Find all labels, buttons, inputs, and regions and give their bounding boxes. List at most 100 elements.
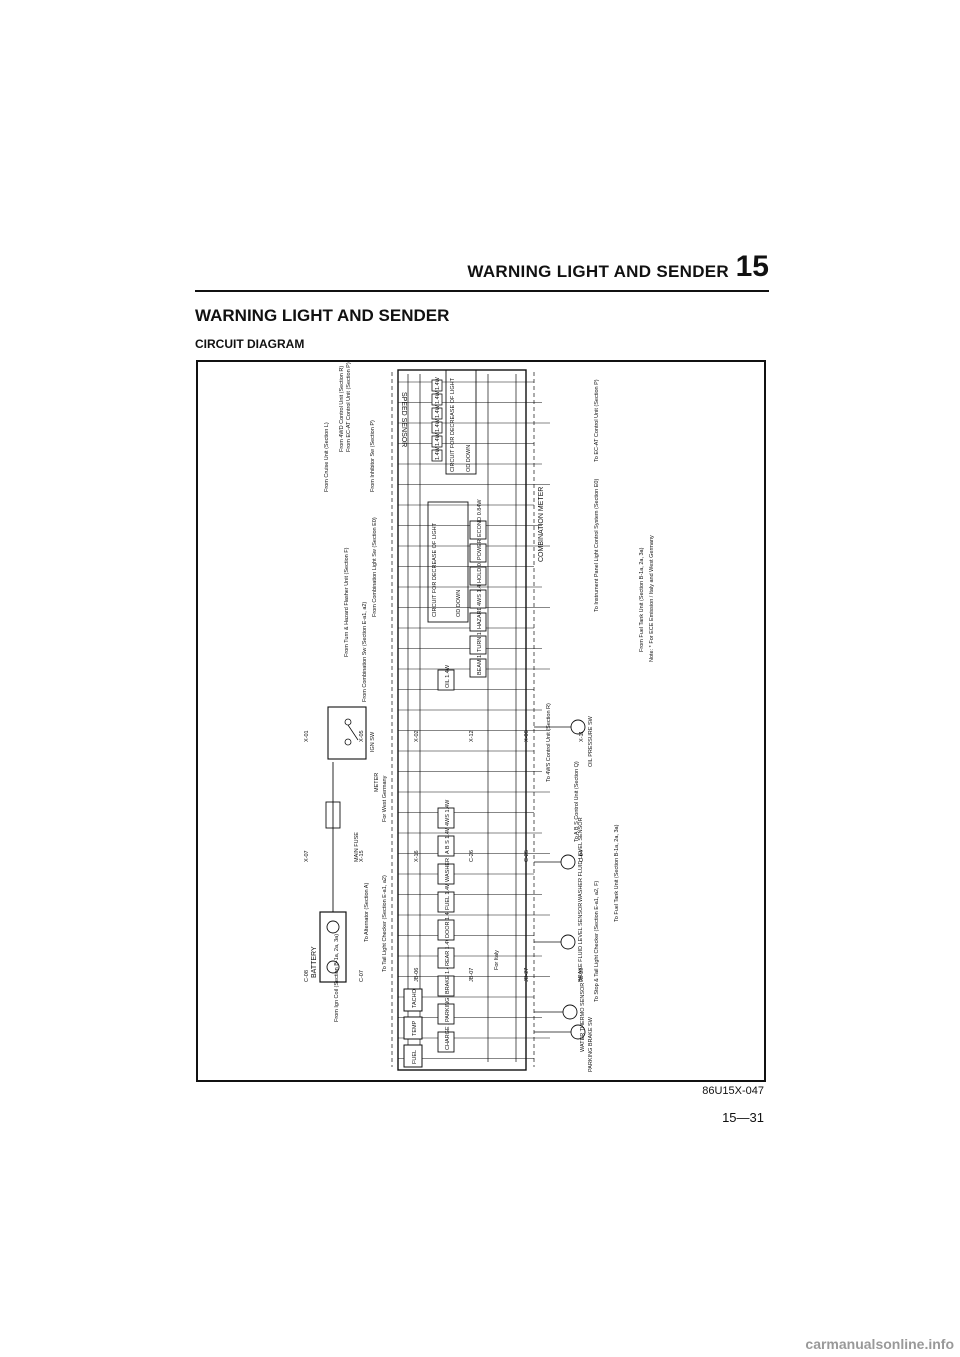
page-header: WARNING LIGHT AND SENDER 15 xyxy=(195,250,769,292)
warning-lamp xyxy=(437,919,455,941)
ignition-switch-label: IGN SW xyxy=(370,731,376,752)
battery-positive-terminal xyxy=(326,920,340,934)
connector-label: X-01 xyxy=(304,730,310,742)
sensor-icon xyxy=(560,934,576,950)
gauge-label: TEMP xyxy=(412,1020,418,1036)
battery-symbol xyxy=(319,911,347,983)
indicator-lamp xyxy=(469,612,487,632)
warning-lamp xyxy=(437,835,455,857)
warning-lamp-label: FUEL 1.4W xyxy=(445,881,451,910)
indicator-lamp xyxy=(469,520,487,540)
connector-label: X-06 xyxy=(524,730,530,742)
section-subtitle: CIRCUIT DIAGRAM xyxy=(195,337,305,351)
warning-lamp xyxy=(437,669,455,691)
warning-lamp-label: BRAKE 1.4W xyxy=(445,960,451,994)
indicator-lamp-label: POWER 0.84W xyxy=(477,521,483,560)
at-lamp xyxy=(431,379,443,392)
indicator-lamp xyxy=(469,566,487,586)
gauge-group: FUEL TEMP TACHO xyxy=(403,988,423,1068)
connector-label: C-04 xyxy=(579,850,585,862)
connector-label: X-02 xyxy=(414,730,420,742)
sensor-label: OIL PRESSURE SW xyxy=(588,715,594,767)
circuit-light-label-1: CIRCUIT FOR DECREASE OF LIGHT xyxy=(432,522,438,617)
gauge-box xyxy=(403,1016,423,1040)
external-note: To A B S Control Unit (Section Q) xyxy=(574,761,580,842)
page-title: WARNING LIGHT AND SENDER xyxy=(195,306,450,325)
external-note: To Instrument Panel Light Control System… xyxy=(594,479,600,612)
warning-lamp-label: CHARGE 1.4W xyxy=(445,1011,451,1050)
external-note: To EC-AT Control Unit (Section P) xyxy=(594,379,600,462)
sensor-label: BRAKE FLUID LEVEL SENSOR xyxy=(578,903,584,982)
gauge-box xyxy=(403,1044,423,1068)
note-group: From 4WD Control Unit (Section R)From EC… xyxy=(304,362,645,1022)
connector-label: X-15 xyxy=(359,850,365,862)
connector-label: C-26 xyxy=(469,850,475,862)
gauge-label: TACHO xyxy=(412,988,418,1008)
external-note: From Ign Coil (Section B-1a, 2a, 3a) xyxy=(334,934,340,1022)
connector-label: JB-07 xyxy=(469,968,475,982)
warning-lamp-label: REAR 1.4W xyxy=(445,936,451,966)
footnote: Note: * For ECE Emission / Italy and Wes… xyxy=(649,535,655,662)
indicator-lamp-label: ECONO 0.84W xyxy=(477,499,483,537)
speed-sensor-label: SPEED SENSOR xyxy=(400,392,407,447)
at-lamp-label: 1.4W xyxy=(435,376,441,390)
main-fuse-symbol xyxy=(325,801,341,829)
at-lamp xyxy=(431,435,443,448)
ignition-switch-box xyxy=(327,706,367,760)
at-lamp-label: 1.4W xyxy=(435,390,441,404)
gauge-label: FUEL xyxy=(412,1050,418,1064)
at-lamp xyxy=(431,449,443,462)
sensor-label: WASHER FLUID LEVEL SENSOR xyxy=(578,817,584,902)
at-lamp-label: 1.4W xyxy=(435,418,441,432)
connector-label: C-08 xyxy=(304,970,310,982)
external-note: From Combination Light Sw (Section E0) xyxy=(372,517,378,617)
battery-negative-terminal xyxy=(326,960,340,974)
horizontal-wires xyxy=(398,381,550,1059)
od-down-label-2: OD DOWN xyxy=(466,445,472,472)
indicator-lamp-label: BEAM 1.4W xyxy=(477,644,483,675)
external-note: From EC-AT Control Unit (Section P) xyxy=(346,362,352,452)
at-lamp xyxy=(431,421,443,434)
connector-label: C-25 xyxy=(524,850,530,862)
external-note: From 4WD Control Unit (Section R) xyxy=(339,366,345,452)
connector-label: X-11 xyxy=(579,731,585,742)
warning-lamp-label: DOOR 1.4W xyxy=(445,906,451,938)
connector-label: JB-27 xyxy=(524,968,530,982)
ignition-contact-arm xyxy=(347,724,359,741)
external-note: From Combination Sw (Section E-a1, a2) xyxy=(362,602,368,702)
combination-meter-box xyxy=(397,369,527,1071)
indicator-lamp-label: HAZARD 1.4W xyxy=(477,591,483,629)
indicator-lamp xyxy=(469,658,487,678)
warning-lamp-label: PARKING 1.4W xyxy=(445,982,451,1022)
watermark: carmanualsonline.info xyxy=(805,1336,954,1352)
italy-note: For Italy xyxy=(494,950,500,970)
connector-label: JB-29 xyxy=(579,968,585,982)
circuit-light-box-1 xyxy=(427,501,469,623)
header-title: WARNING LIGHT AND SENDER xyxy=(467,262,729,281)
warning-lamp xyxy=(437,863,455,885)
external-note: From Cruise Unit (Section L) xyxy=(324,422,330,492)
indicator-lamp xyxy=(469,635,487,655)
external-note: To Stop & Tail Light Checker (Section E-… xyxy=(594,881,600,1002)
section-number: 15 xyxy=(735,250,769,283)
external-note: To Fuel Tank Unit (Section B-1a, 2a, 3a) xyxy=(614,824,620,922)
sensor-group: OIL PRESSURE SW WASHER FLUID LEVEL SENSOR… xyxy=(534,715,594,1072)
warning-lamp xyxy=(437,947,455,969)
at-lamp-label: 1.4W xyxy=(435,446,441,460)
battery-label: BATTERY xyxy=(311,946,318,978)
warning-lamp xyxy=(437,975,455,997)
warning-lamp-label: 4WS 1.4W xyxy=(445,799,451,826)
indicator-lamp-label: 4WS 1.4W xyxy=(477,579,483,606)
sensor-label: WATER THERMO SENSOR xyxy=(580,983,586,1052)
circuit-light-label-2: CIRCUIT FOR DECREASE OF LIGHT xyxy=(450,377,456,472)
at-lamp-label: 1.4W xyxy=(435,404,441,418)
west-germany-note: For West Germany xyxy=(382,775,388,822)
combination-meter-label: COMBINATION METER xyxy=(538,487,545,562)
page-number: 15—31 xyxy=(722,1110,764,1125)
figure-code: 86U15X-047 xyxy=(702,1085,764,1097)
sensor-icon xyxy=(560,854,576,870)
